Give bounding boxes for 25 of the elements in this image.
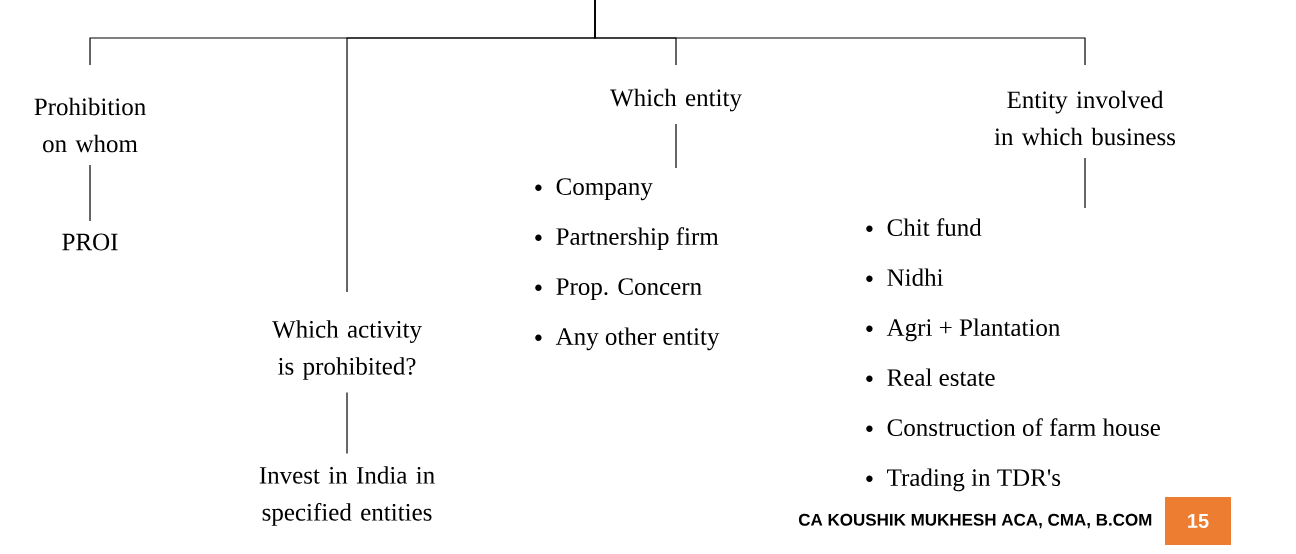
bullet-list: Chit fund Nidhi Agri + Plantation Real estate Construction of farm house Trading in TDR's <box>866 218 1160 492</box>
node-label: Any other entity <box>555 327 720 351</box>
node-label: Chit fund <box>887 218 982 237</box>
node-label: Prop. Concern <box>556 278 702 301</box>
node-label: Agri + Plantation <box>886 318 1061 342</box>
footer-text: CA KOUSHIK MUKHESH ACA, CMA, B.COM <box>798 513 1152 529</box>
heading-text: Which entity <box>610 88 742 112</box>
page-number-badge: 15 <box>1165 497 1231 545</box>
connector-line <box>1084 157 1086 209</box>
node-label: Trading in TDR's <box>887 468 1061 492</box>
heading-text: Prohibition on whom <box>34 97 146 153</box>
bullet-list: Company Partnership firm Prop. Concern Any other entity <box>535 178 720 351</box>
connector-line <box>675 123 677 169</box>
node-label: Construction of farm house <box>887 418 1160 437</box>
answer-text: Invest in India in specified entities <box>259 466 435 526</box>
heading-text: Which activity is prohibited? <box>272 320 422 380</box>
heading-text: Entity involved in which business <box>994 90 1176 146</box>
node-label: Company <box>556 178 653 201</box>
node-label: Partnership firm <box>556 227 719 251</box>
connector-line <box>594 0 1086 66</box>
answer-text: PROI <box>62 233 118 251</box>
connector-line <box>89 164 91 222</box>
node-label: Nidhi <box>887 268 944 287</box>
node-label: Real estate <box>887 368 995 387</box>
connector-line <box>346 391 348 455</box>
